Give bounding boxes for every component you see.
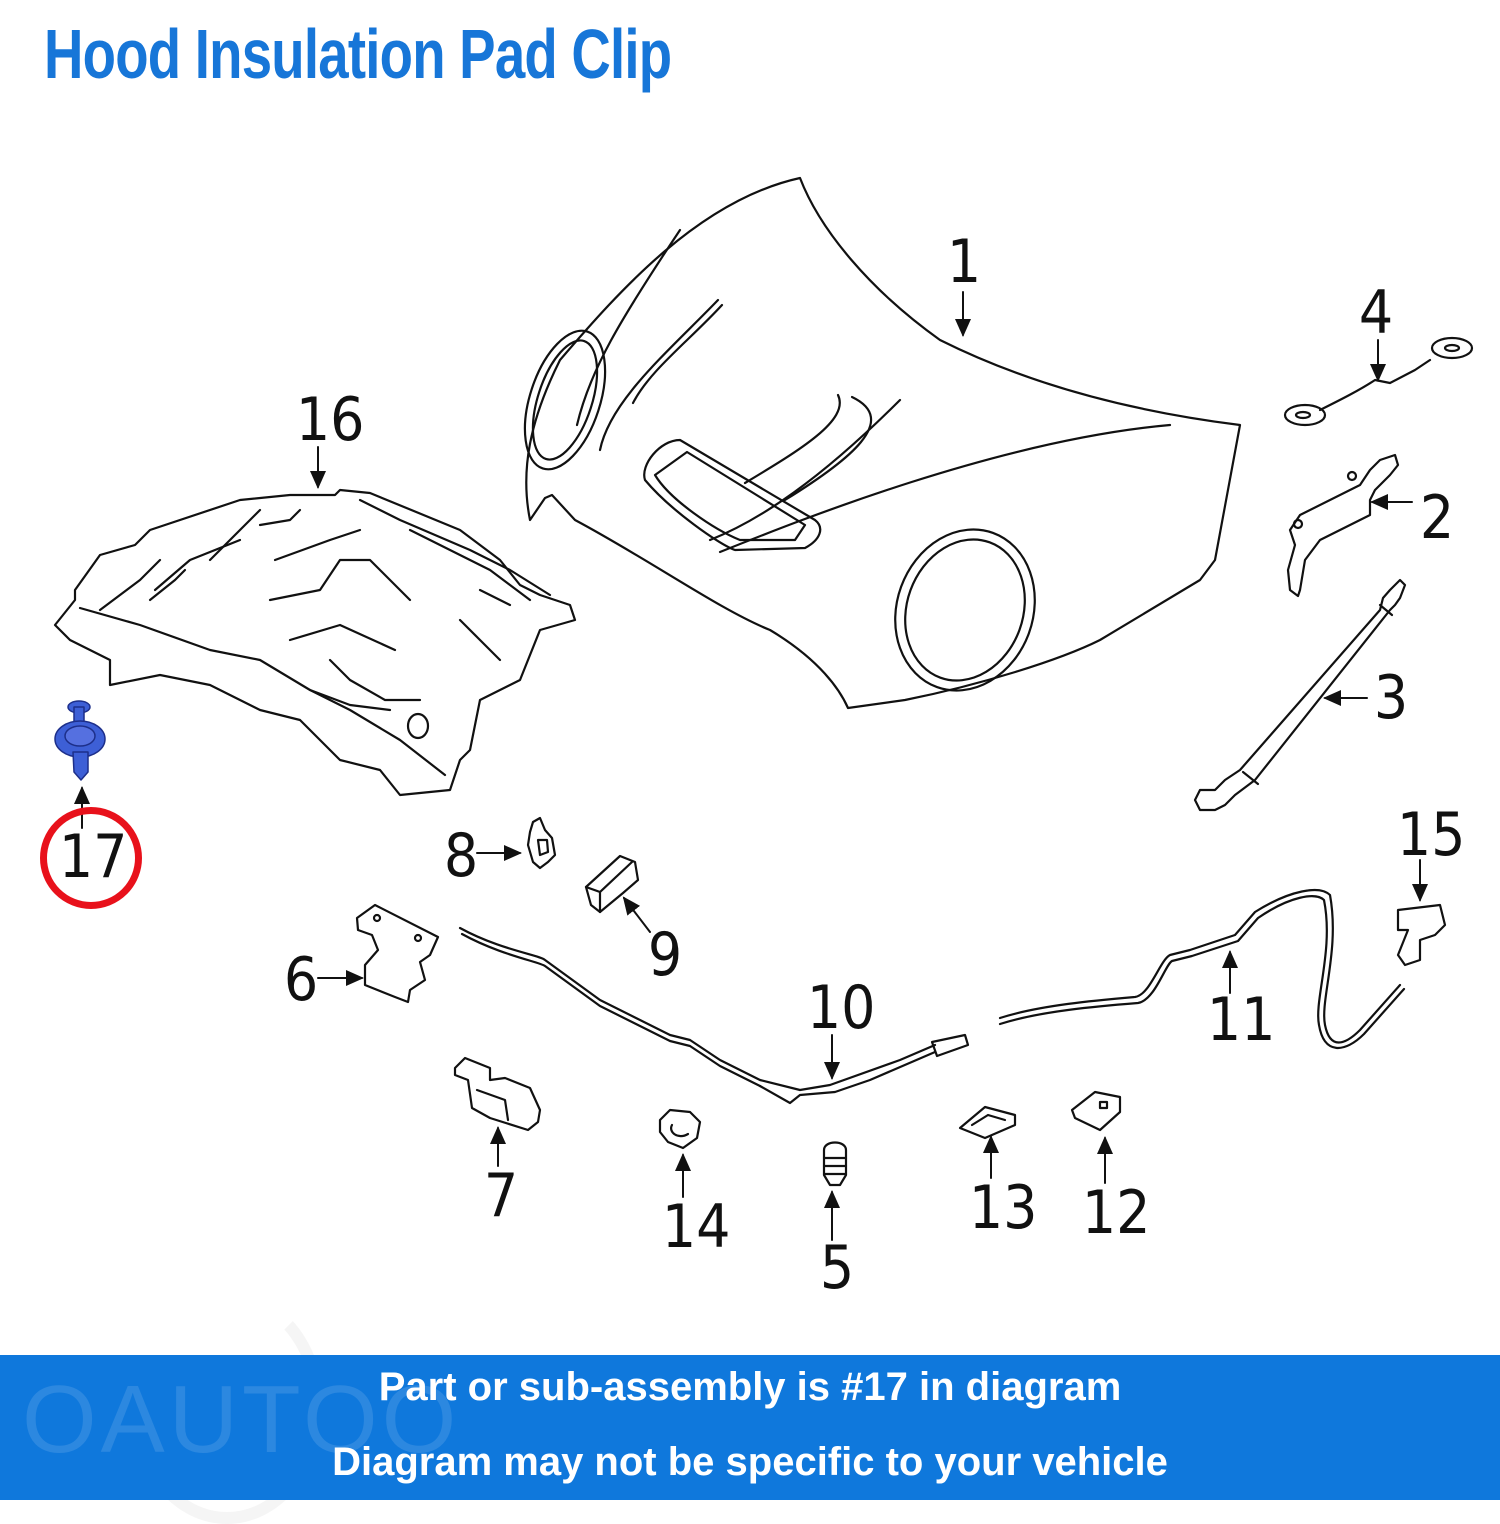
release-cable-rear-drawing xyxy=(998,889,1406,1050)
clip-plate-drawing xyxy=(958,1105,1017,1140)
callout-7: 7 xyxy=(483,1161,519,1231)
clip-12-drawing xyxy=(1070,1090,1122,1132)
callout-2: 2 xyxy=(1419,483,1455,553)
callout-10: 10 xyxy=(806,973,876,1043)
callout-6: 6 xyxy=(283,945,319,1015)
bumper-stop-drawing xyxy=(822,1141,848,1187)
bumper-pad-drawing xyxy=(584,854,640,914)
page-title: Hood Insulation Pad Clip xyxy=(44,15,672,93)
callout-16: 16 xyxy=(295,385,365,455)
insulation-pad-drawing xyxy=(53,488,577,797)
bracket-drawing xyxy=(526,816,557,870)
cable-clip-7-drawing xyxy=(453,1056,542,1132)
banner-disclaimer: Diagram may not be specific to your vehi… xyxy=(332,1440,1168,1484)
callout-5: 5 xyxy=(819,1233,855,1303)
callout-1: 1 xyxy=(946,227,982,297)
callout-8: 8 xyxy=(443,821,479,891)
callout-13: 13 xyxy=(968,1173,1038,1243)
callout-11: 11 xyxy=(1206,985,1276,1055)
ground-strap-drawing xyxy=(1283,336,1474,427)
lift-support-drawing xyxy=(1193,578,1407,812)
retainer-clip-drawing xyxy=(658,1108,702,1150)
release-handle-drawing xyxy=(1396,903,1447,967)
leader-arrows xyxy=(74,291,1428,1241)
callout-17: 17 xyxy=(58,822,128,892)
callout-4: 4 xyxy=(1358,278,1394,348)
hood-panel-drawing xyxy=(523,176,1242,710)
callout-3: 3 xyxy=(1373,663,1409,733)
info-banner xyxy=(0,1355,1500,1500)
callout-12: 12 xyxy=(1081,1178,1151,1248)
hinge-drawing xyxy=(1286,453,1400,598)
release-cable-front-drawing xyxy=(458,926,970,1105)
latch-drawing xyxy=(355,903,440,1004)
callout-14: 14 xyxy=(661,1192,731,1262)
highlight-ring xyxy=(40,807,142,909)
watermark-text: OAUTOO xyxy=(22,1366,461,1473)
callout-15: 15 xyxy=(1396,800,1466,870)
insulation-pad-clip-drawing xyxy=(54,700,106,781)
callout-9: 9 xyxy=(647,920,683,990)
banner-part-note: Part or sub-assembly is #17 in diagram xyxy=(378,1365,1122,1409)
